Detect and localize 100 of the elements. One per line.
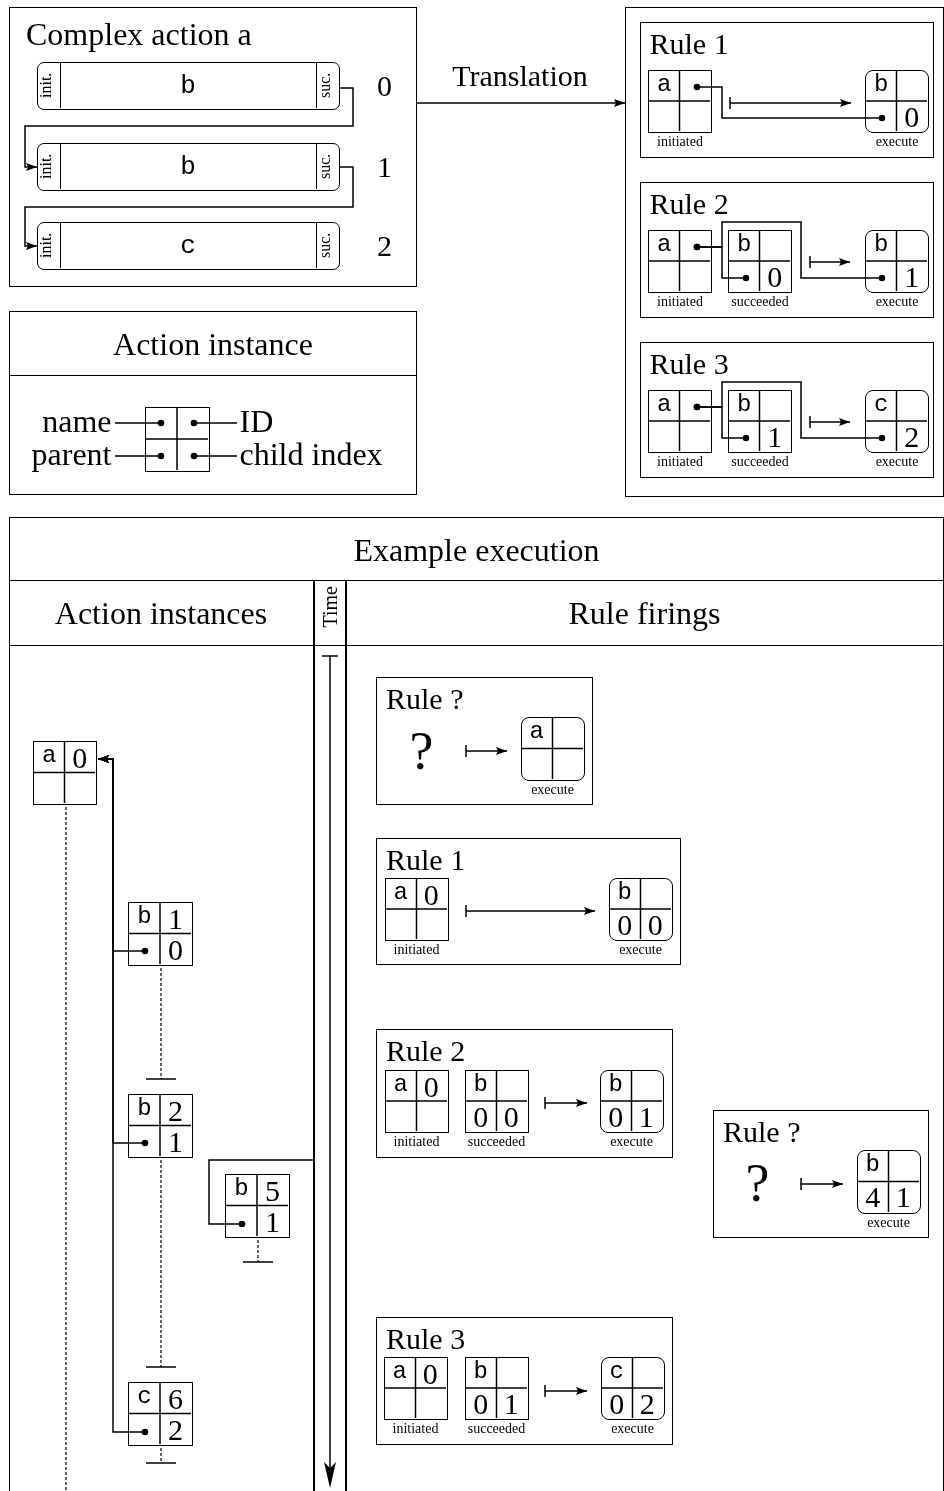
cell-value: b <box>137 905 152 930</box>
column <box>8 579 314 1491</box>
panel-title: Complex action a <box>26 18 252 50</box>
cell-value: c <box>137 1385 152 1410</box>
section-label: init. <box>37 62 61 108</box>
cell-value: 0 <box>168 934 183 965</box>
cell-value: b <box>737 393 752 417</box>
instance-grid <box>128 1094 193 1158</box>
instance-grid <box>464 1069 529 1133</box>
cell-value: 1 <box>265 1206 280 1237</box>
cell-value: 0 <box>422 1358 438 1389</box>
cell-caption: execute <box>875 135 919 149</box>
cell-value: b <box>608 1072 623 1097</box>
cell-caption: execute <box>875 295 919 309</box>
cell-value: 0 <box>423 879 439 910</box>
cell-value: b <box>234 1177 249 1202</box>
arrow <box>800 1177 844 1191</box>
cell-value: 1 <box>895 1182 911 1213</box>
instance-grid <box>384 877 449 941</box>
cell-value: a <box>393 880 408 905</box>
instance-grid <box>128 902 193 966</box>
field-name: ? <box>401 719 442 782</box>
cell-caption: initiated <box>392 1421 439 1436</box>
instance-grid <box>728 230 792 293</box>
action-bar <box>36 142 340 191</box>
section-label: init. <box>37 143 61 189</box>
instance-grid <box>856 1149 921 1214</box>
panel-title: Rule 2 <box>649 188 729 219</box>
cell-value: c <box>609 1359 624 1384</box>
instance-grid <box>225 1174 290 1238</box>
instance-grid <box>384 1069 449 1133</box>
rule-panel <box>639 181 934 318</box>
action-name: c <box>180 232 196 259</box>
arrow <box>465 904 596 918</box>
instance-grid <box>865 390 929 453</box>
cell-caption: execute <box>611 1421 654 1436</box>
panel-title: Rule 3 <box>649 348 729 379</box>
cell-caption: succeeded <box>731 455 789 469</box>
column-header: Rule firings <box>568 597 721 629</box>
cell-caption: execute <box>619 942 662 957</box>
section-label: init. <box>37 222 61 268</box>
cell-value: b <box>737 233 752 257</box>
field-name: ID <box>239 403 300 438</box>
cell-value: 6 <box>168 1384 183 1415</box>
column-header: Action instances <box>54 597 268 629</box>
cell-value: 0 <box>617 909 633 940</box>
arrow <box>416 99 626 107</box>
section-label: suc. <box>315 143 339 189</box>
instance-grid <box>383 1356 448 1420</box>
cell-value: 0 <box>473 1101 489 1132</box>
rules-panel <box>625 7 944 497</box>
action-name: b <box>180 153 196 180</box>
instance-grid <box>648 230 712 293</box>
action-panel <box>9 7 417 287</box>
cell-value: a <box>657 233 672 257</box>
cell-caption: succeeded <box>731 295 789 309</box>
cell-caption: initiated <box>657 295 703 309</box>
panel-title: Example execution <box>353 533 600 566</box>
legend-panel <box>9 311 417 495</box>
instance-grid <box>599 1069 664 1133</box>
column <box>345 579 944 1491</box>
panel-title: Rule ? <box>386 684 464 714</box>
cell-value: 0 <box>423 1071 439 1102</box>
cell-value: a <box>529 719 544 744</box>
instance-grid <box>728 390 792 453</box>
cell-value: 0 <box>503 1101 519 1132</box>
item-number: 2 <box>377 230 392 261</box>
panel-title: Rule 2 <box>386 1036 466 1066</box>
cell-value: 0 <box>767 262 783 292</box>
panel-title: Rule 1 <box>649 28 729 59</box>
rule-panel <box>639 341 934 478</box>
cell-value: a <box>657 393 672 417</box>
cell-value: 0 <box>608 1101 624 1132</box>
panel-title: Action instance <box>113 328 313 360</box>
instance-grid <box>464 1356 529 1420</box>
field-name: parent <box>9 436 112 471</box>
rule-panel <box>376 1317 673 1445</box>
item-number: 0 <box>377 70 392 101</box>
cell-caption: initiated <box>657 455 703 469</box>
cell-value: b <box>473 1359 488 1384</box>
cell-caption: initiated <box>393 942 440 957</box>
arrow <box>729 96 852 110</box>
rule-panel <box>713 1110 929 1238</box>
cell-value: b <box>617 880 632 905</box>
cell-caption: succeeded <box>467 1421 526 1436</box>
cell-value: b <box>137 1097 152 1122</box>
panel-title: Rule 1 <box>386 845 466 875</box>
instance-grid <box>865 70 929 133</box>
cell-value: a <box>393 1072 408 1097</box>
cell-value: 1 <box>904 262 920 292</box>
instance-grid <box>648 70 712 133</box>
item-number: 1 <box>377 151 392 182</box>
instance-grid <box>128 1382 193 1446</box>
field-name: name <box>19 403 112 438</box>
arrow <box>465 744 508 758</box>
cell-value: 0 <box>904 102 920 132</box>
cell-value: 0 <box>72 743 88 774</box>
instance-grid <box>520 716 585 781</box>
panel-title: Rule ? <box>723 1117 801 1147</box>
cell-caption: execute <box>531 782 574 797</box>
